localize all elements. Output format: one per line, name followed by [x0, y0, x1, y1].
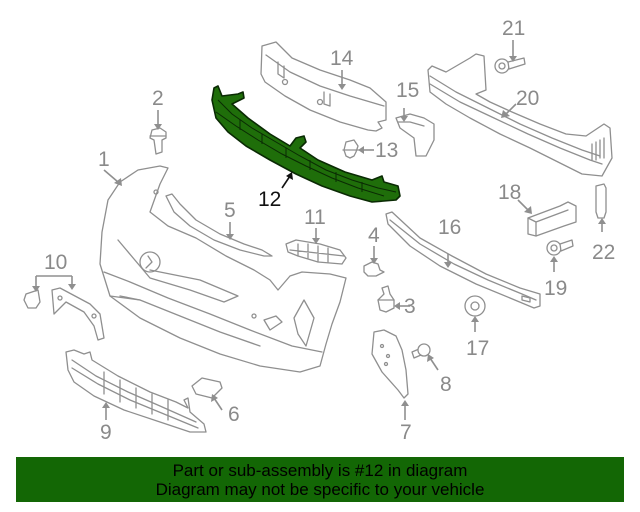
callout-22[interactable]: 22 [592, 241, 616, 264]
part-3-drawing[interactable] [377, 285, 395, 313]
callout-21[interactable]: 21 [502, 17, 526, 40]
callout-3[interactable]: 3 [404, 295, 416, 318]
callout-5[interactable]: 5 [224, 199, 236, 222]
part-7-drawing[interactable] [371, 329, 409, 399]
banner-line-disclaimer: Diagram may not be specific to your vehi… [155, 480, 485, 499]
part-14-drawing[interactable] [260, 41, 387, 132]
part-info-banner: Part or sub-assembly is #12 in diagram D… [16, 457, 624, 502]
part-17-drawing[interactable] [464, 295, 486, 317]
part-1-drawing[interactable] [99, 165, 347, 373]
callout-18[interactable]: 18 [498, 181, 522, 204]
part-19-drawing[interactable] [546, 239, 574, 256]
diagram-drawing [23, 40, 613, 433]
callout-2[interactable]: 2 [152, 87, 164, 110]
leader-lines [32, 40, 606, 420]
callout-8[interactable]: 8 [440, 373, 452, 396]
part-5-drawing[interactable] [165, 193, 273, 257]
part-11-drawing[interactable] [285, 239, 347, 265]
part-16-drawing[interactable] [385, 211, 541, 309]
part-2-drawing[interactable] [149, 127, 167, 155]
callout-13[interactable]: 13 [375, 139, 399, 162]
callout-9[interactable]: 9 [100, 421, 112, 444]
part-8-drawing[interactable] [411, 343, 431, 359]
callout-19[interactable]: 19 [544, 277, 568, 300]
part-10-drawing[interactable] [23, 287, 105, 341]
leader-line-12 [281, 172, 293, 189]
parts-diagram: 1 2 3 4 5 6 7 8 9 10 11 12 13 14 15 16 1… [23, 17, 616, 444]
callout-17[interactable]: 17 [466, 337, 490, 360]
part-6-drawing[interactable] [191, 377, 223, 399]
callout-4[interactable]: 4 [368, 224, 380, 247]
banner-line-part: Part or sub-assembly is #12 in diagram [172, 461, 468, 480]
part-18-drawing[interactable] [527, 201, 577, 237]
callout-7[interactable]: 7 [400, 421, 412, 444]
part-21-drawing[interactable] [494, 57, 526, 74]
callout-20[interactable]: 20 [516, 87, 540, 110]
part-13-drawing[interactable] [342, 139, 360, 159]
part-22-drawing[interactable] [595, 183, 607, 219]
callout-14[interactable]: 14 [330, 47, 354, 70]
callout-1[interactable]: 1 [98, 148, 110, 171]
callout-11[interactable]: 11 [304, 206, 326, 229]
callout-15[interactable]: 15 [396, 79, 420, 102]
callout-12[interactable]: 12 [258, 188, 282, 211]
part-15-drawing[interactable] [395, 113, 435, 157]
callout-16[interactable]: 16 [438, 216, 462, 239]
part-20-drawing[interactable] [427, 53, 613, 177]
part-12-drawing[interactable] [211, 85, 401, 203]
callout-10[interactable]: 10 [44, 251, 68, 274]
part-9-drawing[interactable] [65, 349, 207, 433]
part-4-drawing[interactable] [363, 261, 385, 277]
callout-6[interactable]: 6 [228, 403, 240, 426]
